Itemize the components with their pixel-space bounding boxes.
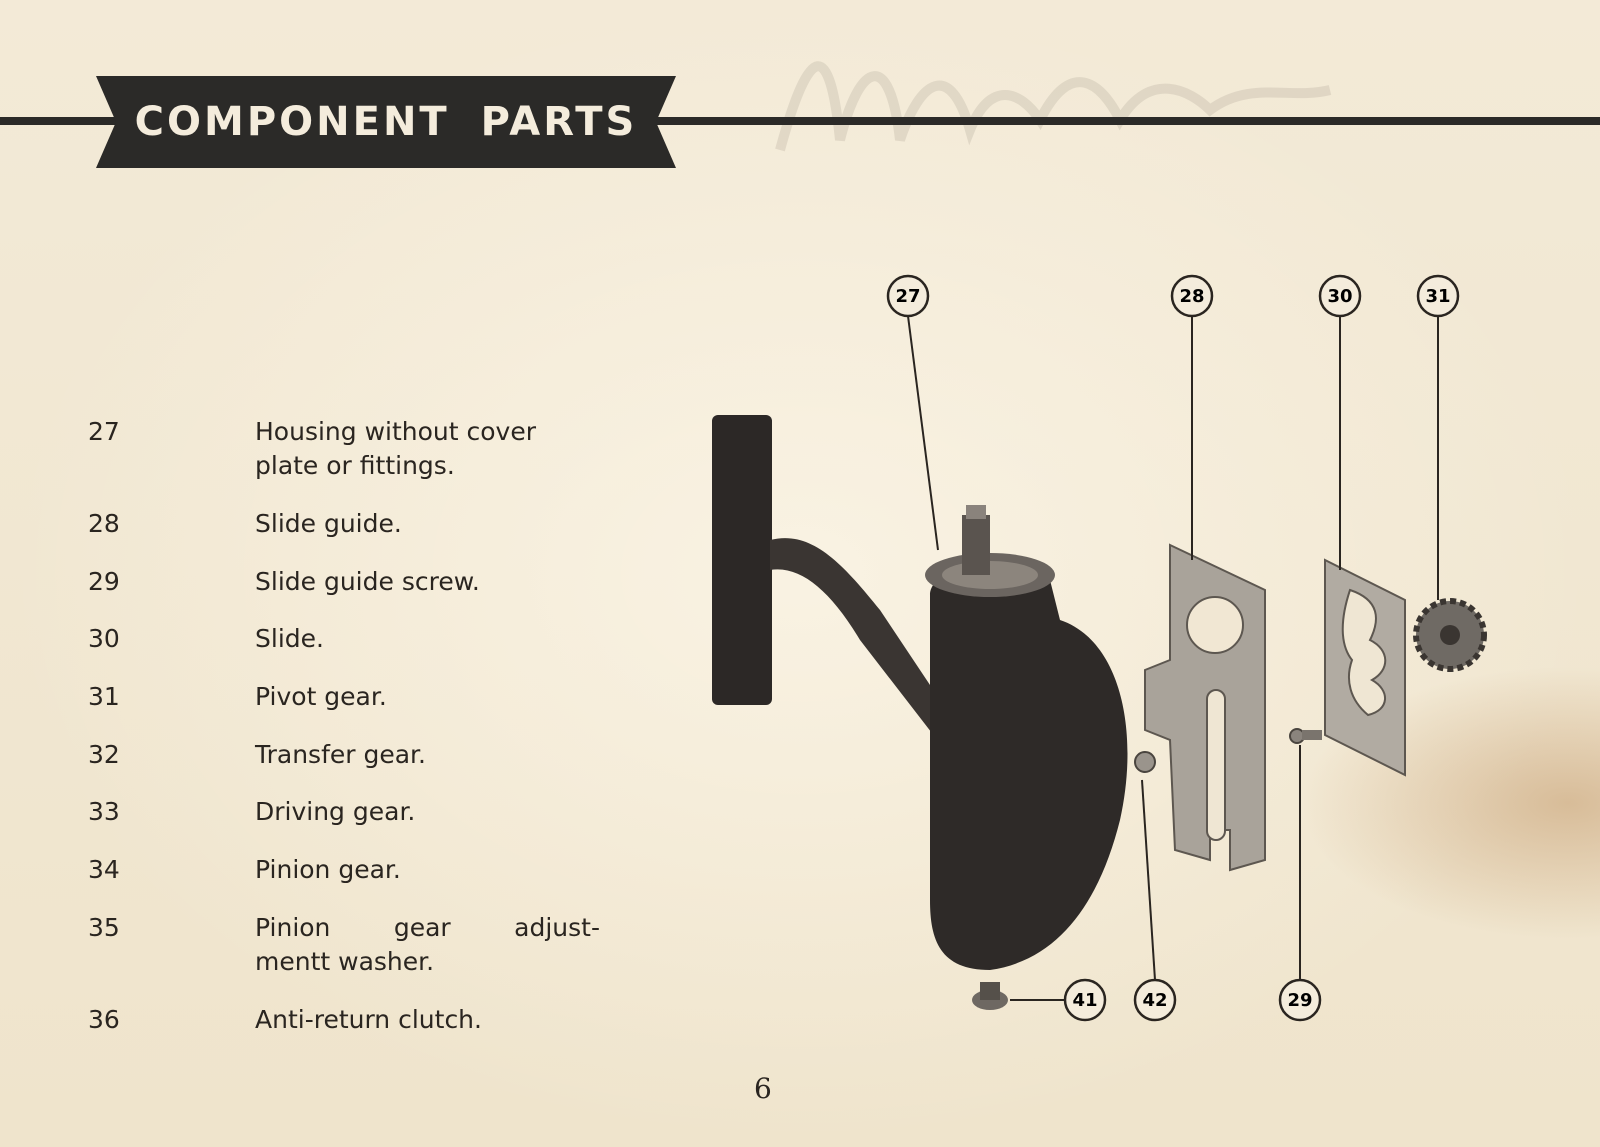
screw-part-29 <box>1289 728 1305 744</box>
svg-text:41: 41 <box>1072 990 1097 1011</box>
callout-41: 41 <box>1063 978 1107 1022</box>
part-number: 36 <box>88 1005 120 1034</box>
housing-shaft <box>962 515 990 575</box>
page-number: 6 <box>754 1072 772 1105</box>
svg-text:28: 28 <box>1179 286 1204 307</box>
callout-28: 28 <box>1170 274 1214 318</box>
gear-part-31 <box>1413 598 1487 672</box>
part-number: 34 <box>88 855 120 884</box>
washer-part-42 <box>1134 751 1156 773</box>
callout-42: 42 <box>1133 978 1177 1022</box>
callout-27: 27 <box>886 274 930 318</box>
svg-text:42: 42 <box>1142 990 1167 1011</box>
page-title: COMPONENT PARTS <box>134 99 638 145</box>
part-number: 32 <box>88 740 120 769</box>
housing-body <box>930 562 1128 970</box>
part-number: 29 <box>88 567 120 596</box>
part-description: Pinion gear adjust- mentt washer. <box>255 913 600 976</box>
svg-text:29: 29 <box>1287 990 1312 1011</box>
part-number: 27 <box>88 417 120 446</box>
part-description: Anti-return clutch. <box>255 1005 482 1034</box>
part-description: Pivot gear. <box>255 682 387 711</box>
part-description: Housing without cover plate or fittings. <box>255 417 536 480</box>
housing-stem <box>712 415 772 705</box>
svg-text:30: 30 <box>1327 286 1352 307</box>
title-banner: COMPONENT PARTS <box>96 76 676 168</box>
part-description: Transfer gear. <box>255 740 426 769</box>
part-description: Pinion gear. <box>255 855 401 884</box>
part-number: 30 <box>88 624 120 653</box>
callout-31: 31 <box>1416 274 1460 318</box>
part-number: 31 <box>88 682 120 711</box>
slide-guide-28 <box>1144 543 1266 872</box>
part-description: Slide. <box>255 624 324 653</box>
part-description: Slide guide screw. <box>255 567 480 596</box>
part-number: 28 <box>88 509 120 538</box>
housing-arm <box>770 538 960 750</box>
header-rule <box>0 117 1600 125</box>
part-number: 35 <box>88 913 120 942</box>
svg-text:27: 27 <box>895 286 920 307</box>
show-through-script <box>770 20 1370 180</box>
part-description: Driving gear. <box>255 797 416 826</box>
part-description: Slide guide. <box>255 509 402 538</box>
exploded-parts-diagram: 27 28 30 31 41 42 29 <box>700 260 1520 1060</box>
callout-30: 30 <box>1318 274 1362 318</box>
svg-text:31: 31 <box>1425 286 1450 307</box>
part-number: 33 <box>88 797 120 826</box>
callout-29: 29 <box>1278 978 1322 1022</box>
